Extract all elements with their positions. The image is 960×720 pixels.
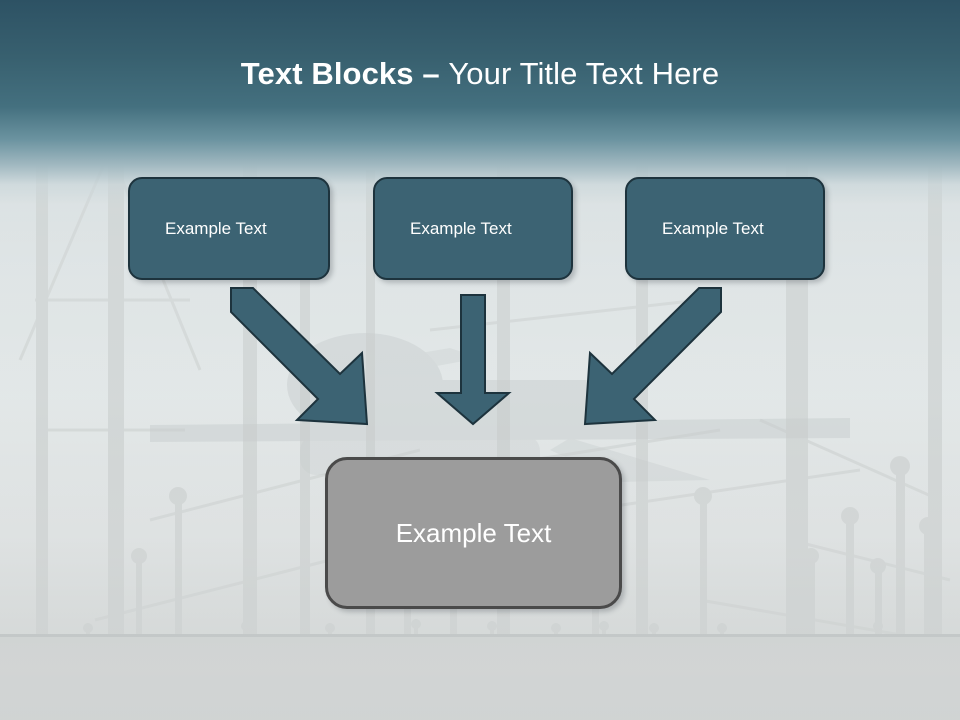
text-block-1-label: Example Text bbox=[165, 218, 267, 238]
text-block-1[interactable]: Example Text bbox=[128, 177, 330, 280]
text-block-3-label: Example Text bbox=[662, 218, 764, 238]
text-block-2[interactable]: Example Text bbox=[373, 177, 573, 280]
page-title: Text Blocks – Your Title Text Here bbox=[0, 54, 960, 94]
page-title-bold: Text Blocks – bbox=[240, 56, 449, 91]
text-block-2-label: Example Text bbox=[410, 218, 512, 238]
text-block-3[interactable]: Example Text bbox=[625, 177, 825, 280]
result-block-label: Example Text bbox=[395, 517, 552, 548]
page-title-regular: Your Title Text Here bbox=[448, 56, 720, 91]
result-block[interactable]: Example Text bbox=[325, 457, 622, 609]
